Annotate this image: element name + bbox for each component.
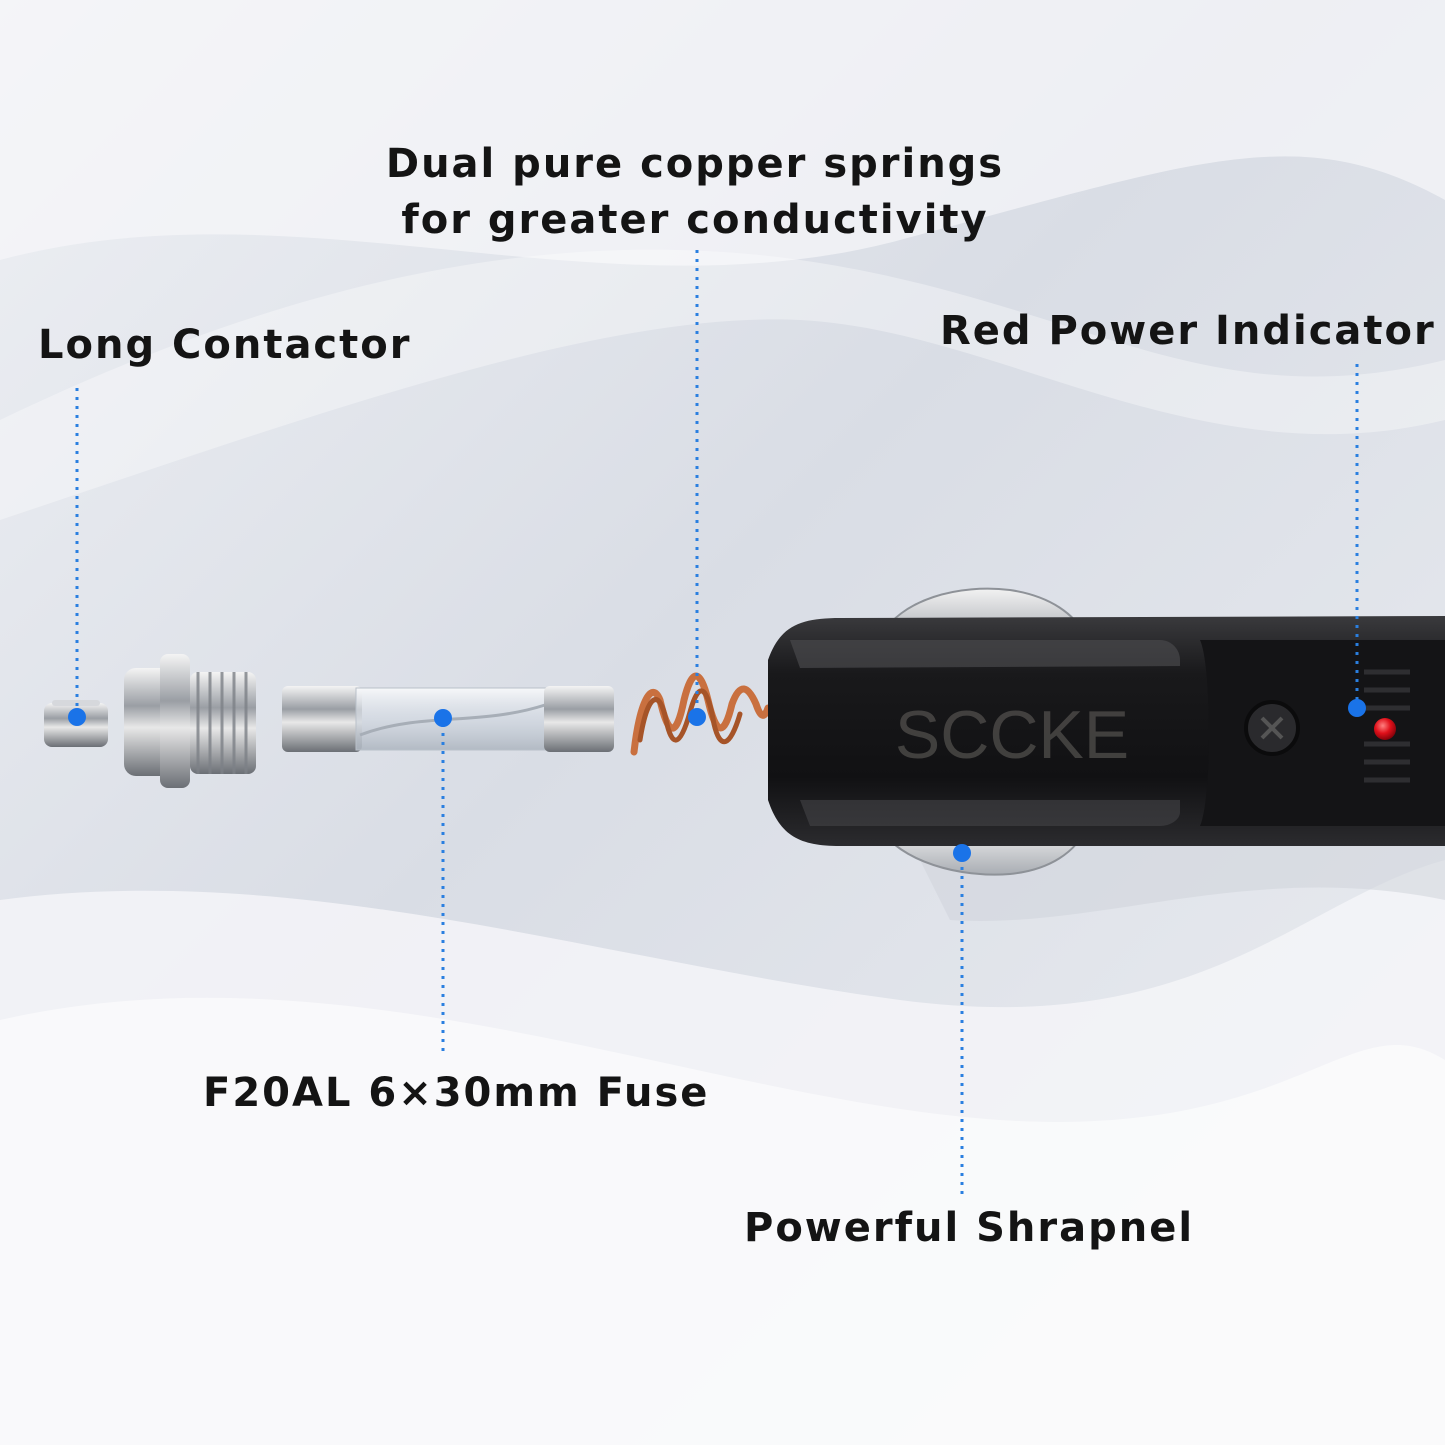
callout-label-springs-line1: Dual pure copper springs <box>385 141 1005 187</box>
background-wave <box>0 997 1445 1445</box>
callout-label-springs-line2: for greater conductivity <box>401 197 989 243</box>
callout-dot-fuse <box>434 709 452 727</box>
callout-label-powerful-shrapnel: Powerful Shrapnel <box>744 1205 1195 1251</box>
callout-label-long-contactor: Long Contactor <box>38 322 412 368</box>
callout-label-fuse: F20AL 6×30mm Fuse <box>203 1070 710 1116</box>
callout-dot-contactor <box>68 708 86 726</box>
glass-fuse-part <box>282 686 614 752</box>
callout-label-springs: Dual pure copper springs for greater con… <box>0 136 1390 248</box>
callout-label-red-power-indicator: Red Power Indicator <box>940 308 1436 354</box>
threaded-cap-part <box>124 654 256 788</box>
background-wave <box>0 0 1445 266</box>
callout-dot-springs <box>688 708 706 726</box>
callout-dot-indicator <box>1348 699 1366 717</box>
brand-logo: SCCKE <box>895 697 1129 773</box>
screw-icon <box>1244 700 1300 756</box>
callout-dot-shrapnel <box>953 844 971 862</box>
cigarette-plug-body <box>768 616 1445 846</box>
red-led-indicator <box>1374 718 1396 740</box>
background-wave <box>0 249 1445 521</box>
